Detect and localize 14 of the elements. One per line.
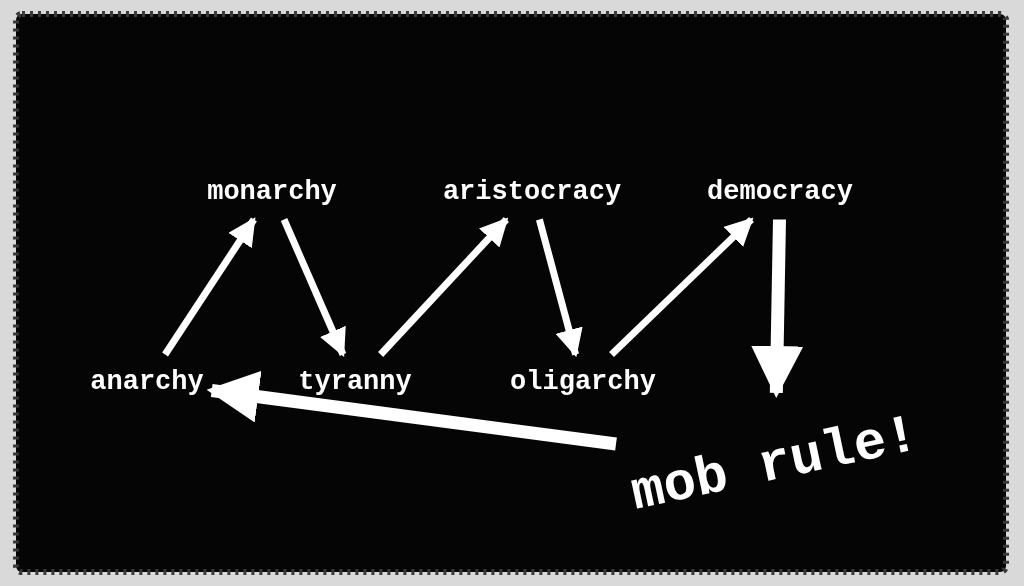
arrow xyxy=(536,218,583,358)
arrow xyxy=(280,218,347,358)
stage-label: anarchy xyxy=(90,368,204,396)
arrow xyxy=(162,217,257,357)
arrow xyxy=(751,219,804,399)
arrow xyxy=(609,216,754,358)
stage-label: oligarchy xyxy=(510,368,656,396)
stage-label: aristocracy xyxy=(442,178,622,206)
arrow xyxy=(206,370,617,451)
stage-label: mob rule! xyxy=(626,408,924,522)
arrow xyxy=(378,217,509,357)
stage-label: monarchy xyxy=(207,178,337,206)
stage-label: democracy xyxy=(707,178,853,206)
stage-label: tyranny xyxy=(298,368,412,396)
